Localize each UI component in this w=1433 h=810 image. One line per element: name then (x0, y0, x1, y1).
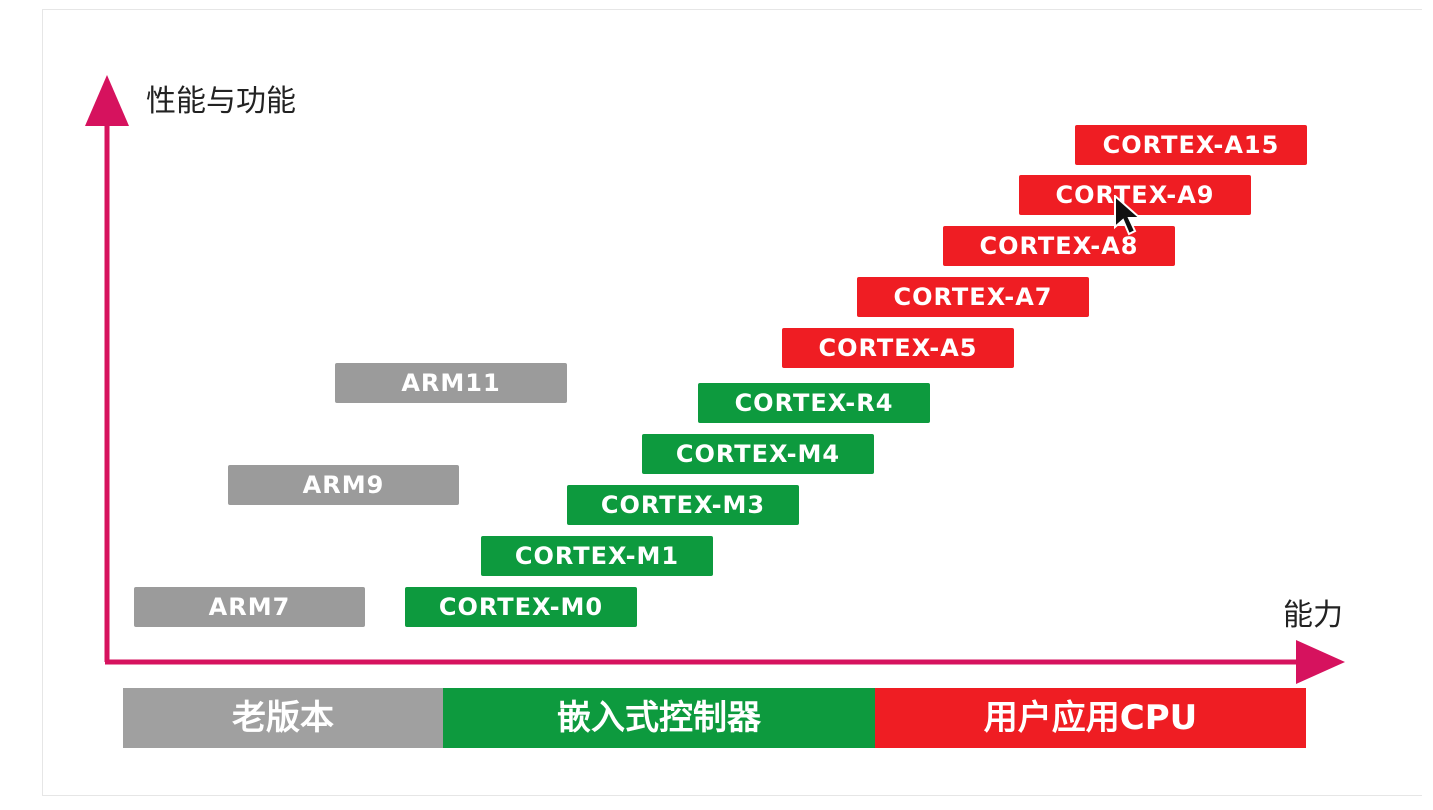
band-application: 用户应用CPU (875, 688, 1306, 748)
chip-cortex-r4: CORTEX-R4 (698, 383, 930, 423)
chip-cortex-a8: CORTEX-A8 (943, 226, 1175, 266)
x-axis-arrowhead (1296, 640, 1345, 684)
chip-cortex-m4: CORTEX-M4 (642, 434, 874, 474)
x-axis-label: 能力 (1283, 598, 1343, 633)
chip-arm9: ARM9 (228, 465, 459, 505)
mouse-cursor-icon (1114, 195, 1143, 236)
band-legacy: 老版本 (123, 688, 443, 748)
y-axis-label: 性能与功能 (146, 84, 296, 119)
chip-arm11: ARM11 (335, 363, 567, 403)
slide-frame (42, 9, 1422, 796)
chip-cortex-a15: CORTEX-A15 (1075, 125, 1307, 165)
chip-cortex-a9: CORTEX-A9 (1019, 175, 1251, 215)
chip-cortex-m3: CORTEX-M3 (567, 485, 799, 525)
band-embedded: 嵌入式控制器 (443, 688, 875, 748)
chip-arm7: ARM7 (134, 587, 365, 627)
chip-cortex-a7: CORTEX-A7 (857, 277, 1089, 317)
y-axis-arrowhead (85, 75, 129, 126)
chip-cortex-m0: CORTEX-M0 (405, 587, 637, 627)
chip-cortex-a5: CORTEX-A5 (782, 328, 1014, 368)
chip-cortex-m1: CORTEX-M1 (481, 536, 713, 576)
